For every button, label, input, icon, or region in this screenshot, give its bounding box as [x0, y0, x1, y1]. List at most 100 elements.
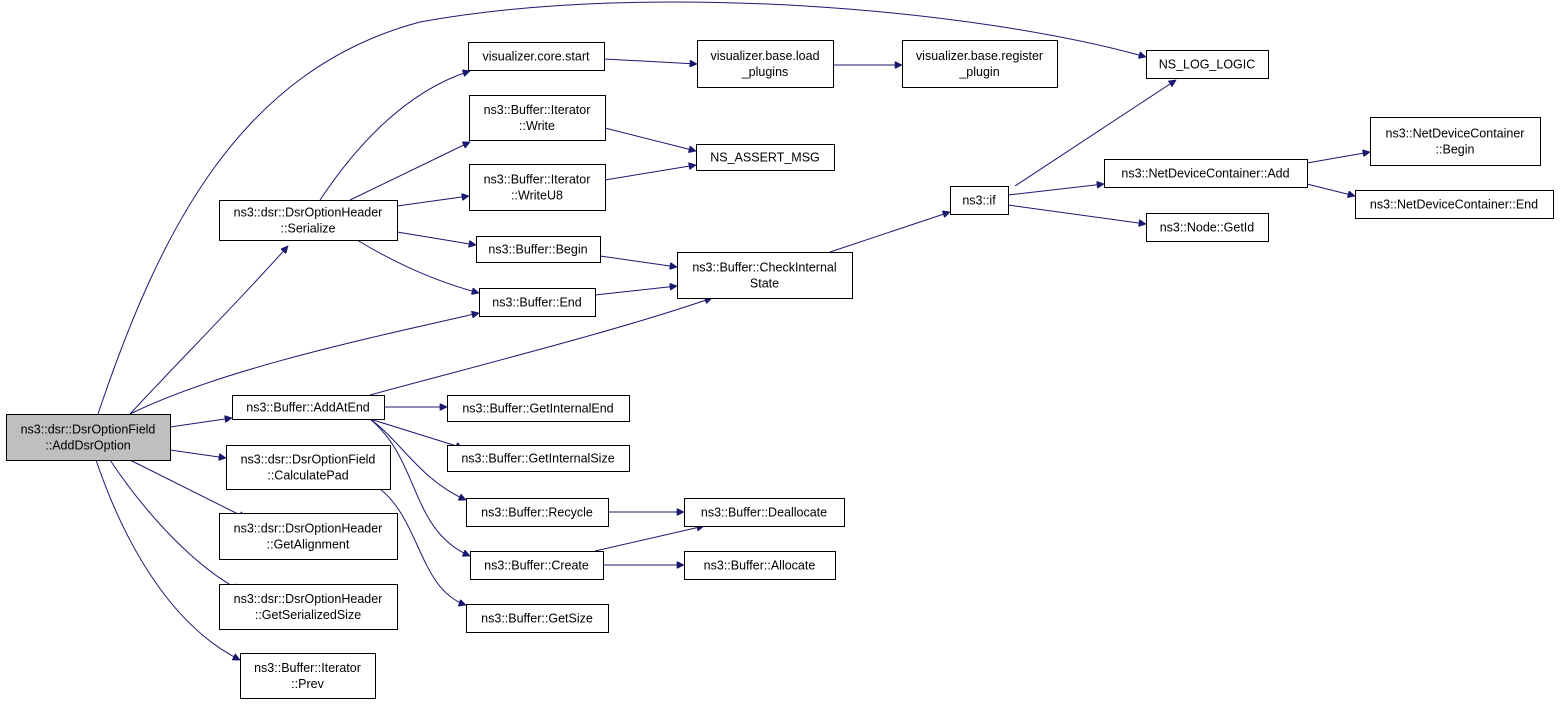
node-label-line: ns3::NetDeviceContainer::End: [1370, 198, 1538, 212]
edge-buffer-end-to-check-internal-state: [594, 286, 677, 296]
node-buffer-end[interactable]: ns3::Buffer::End: [479, 288, 596, 317]
node-label-line: ::GetAlignment: [267, 538, 350, 552]
node-box: [219, 513, 398, 560]
node-netdevice-end[interactable]: ns3::NetDeviceContainer::End: [1355, 190, 1554, 219]
node-iterator-prev[interactable]: ns3::Buffer::Iterator::Prev: [240, 653, 376, 699]
node-ns-log-logic[interactable]: NS_LOG_LOGIC: [1146, 50, 1269, 79]
node-label-line: ::Prev: [291, 677, 324, 691]
node-label-line: ::CalculatePad: [267, 469, 348, 483]
node-box: [902, 40, 1058, 88]
node-label-line: ns3::Buffer::Begin: [488, 243, 587, 257]
node-buffer-begin[interactable]: ns3::Buffer::Begin: [476, 236, 601, 263]
node-node-get-id[interactable]: ns3::Node::GetId: [1146, 213, 1269, 242]
node-label-line: ns3::Buffer::Create: [484, 559, 589, 573]
node-label-line: visualizer.base.load: [710, 49, 819, 63]
node-calculate-pad[interactable]: ns3::dsr::DsrOptionField::CalculatePad: [226, 445, 391, 490]
node-label-line: NS_LOG_LOGIC: [1159, 58, 1256, 72]
node-box: [468, 42, 605, 71]
edge-serialize-to-buffer-end: [356, 239, 479, 293]
node-buffer-get-size[interactable]: ns3::Buffer::GetSize: [466, 604, 609, 633]
node-box: [950, 186, 1009, 215]
node-box: [466, 498, 609, 527]
node-label-line: ns3::Buffer::Iterator: [254, 661, 361, 675]
node-label-line: ns3::dsr::DsrOptionField: [21, 423, 156, 437]
edge-calculate-pad-to-buffer-get-size: [379, 488, 466, 605]
node-netdevice-add[interactable]: ns3::NetDeviceContainer::Add: [1104, 159, 1308, 188]
node-label-line: ::GetSerializedSize: [255, 608, 361, 622]
edge-check-internal-state-to-ns3-if: [829, 212, 950, 253]
node-label-line: ns3::Buffer::Iterator: [484, 103, 591, 117]
node-label-line: ns3::Buffer::GetSize: [481, 612, 593, 626]
node-box: [697, 40, 834, 88]
node-add-at-end[interactable]: ns3::Buffer::AddAtEnd: [232, 395, 385, 420]
node-vis-core-start[interactable]: visualizer.core.start: [468, 42, 605, 71]
node-box: [240, 653, 376, 699]
node-label-line: visualizer.core.start: [483, 50, 591, 64]
node-label-line: visualizer.base.register: [916, 49, 1043, 63]
node-netdevice-begin[interactable]: ns3::NetDeviceContainer::Begin: [1370, 117, 1541, 166]
node-label-line: _plugins: [741, 65, 789, 79]
node-label-line: ::WriteU8: [511, 189, 563, 203]
node-label-line: ns3::Buffer::End: [492, 296, 581, 310]
node-label-line: ns3::NetDeviceContainer: [1386, 127, 1525, 141]
edge-serialize-to-iterator-write: [349, 142, 470, 201]
node-label-line: ::Write: [519, 119, 555, 133]
node-vis-base-register-plugin[interactable]: visualizer.base.register_plugin: [902, 40, 1058, 88]
node-label-line: ns3::Buffer::AddAtEnd: [246, 401, 370, 415]
node-box: [469, 95, 606, 141]
node-get-alignment[interactable]: ns3::dsr::DsrOptionHeader::GetAlignment: [219, 513, 398, 560]
edges-layer: [95, 1, 1370, 661]
node-box: [447, 395, 630, 422]
node-box: [232, 395, 385, 420]
edge-root-to-add-at-end: [169, 418, 232, 428]
node-label-line: ns3::Buffer::Iterator: [484, 173, 591, 187]
node-box: [696, 144, 835, 171]
node-box: [466, 604, 609, 633]
edge-add-at-end-to-get-internal-size: [369, 418, 463, 448]
node-ns-assert-msg[interactable]: NS_ASSERT_MSG: [696, 144, 835, 171]
node-box: [1104, 159, 1308, 188]
node-box: [677, 252, 853, 299]
node-label-line: ns3::dsr::DsrOptionField: [241, 453, 376, 467]
edge-add-at-end-to-buffer-create: [369, 418, 470, 556]
edge-serialize-to-iterator-write-u8: [396, 196, 469, 207]
node-vis-base-load-plugins[interactable]: visualizer.base.load _plugins: [697, 40, 834, 88]
node-get-serialized-size[interactable]: ns3::dsr::DsrOptionHeader::GetSerialized…: [219, 584, 398, 630]
edge-buffer-begin-to-check-internal-state: [599, 255, 677, 267]
node-get-internal-end[interactable]: ns3::Buffer::GetInternalEnd: [447, 395, 630, 422]
node-box: [1146, 213, 1269, 242]
edge-netdevice-add-to-netdevice-end: [1306, 183, 1355, 196]
edge-iterator-write-u8-to-ns-assert-msg: [604, 165, 696, 181]
node-label-line: ::Begin: [1436, 143, 1475, 157]
node-label-line: ns3::Buffer::Recycle: [481, 506, 593, 520]
node-box: [1146, 50, 1269, 79]
edge-serialize-to-buffer-begin: [396, 231, 476, 245]
node-label-line: ::AddDsrOption: [45, 439, 131, 453]
node-label-line: ns3::dsr::DsrOptionHeader: [234, 206, 383, 220]
node-iterator-write[interactable]: ns3::Buffer::Iterator::Write: [469, 95, 606, 141]
node-buffer-create[interactable]: ns3::Buffer::Create: [470, 551, 604, 580]
node-buffer-allocate[interactable]: ns3::Buffer::Allocate: [684, 551, 836, 580]
node-serialize[interactable]: ns3::dsr::DsrOptionHeader::Serialize: [219, 200, 398, 241]
node-label-line: ::Serialize: [281, 222, 336, 236]
node-box: [469, 164, 606, 211]
edge-add-at-end-to-check-internal-state: [369, 298, 712, 396]
node-buffer-recycle[interactable]: ns3::Buffer::Recycle: [466, 498, 609, 527]
node-root[interactable]: ns3::dsr::DsrOptionField::AddDsrOption: [6, 414, 171, 461]
node-label-line: ns3::NetDeviceContainer::Add: [1121, 167, 1289, 181]
node-label-line: ns3::Buffer::GetInternalEnd: [462, 402, 613, 416]
node-box: [447, 445, 630, 472]
node-box: [1355, 190, 1554, 219]
node-buffer-deallocate[interactable]: ns3::Buffer::Deallocate: [684, 498, 845, 527]
node-label-line: State: [750, 277, 779, 291]
edge-root-to-get-alignment: [129, 459, 246, 519]
edge-ns3-if-to-node-get-id: [1007, 204, 1146, 224]
node-box: [1370, 117, 1541, 166]
node-box: [479, 288, 596, 317]
edge-root-to-calculate-pad: [169, 449, 226, 458]
node-get-internal-size[interactable]: ns3::Buffer::GetInternalSize: [447, 445, 630, 472]
node-ns3-if[interactable]: ns3::if: [950, 186, 1009, 215]
node-iterator-write-u8[interactable]: ns3::Buffer::Iterator::WriteU8: [469, 164, 606, 211]
